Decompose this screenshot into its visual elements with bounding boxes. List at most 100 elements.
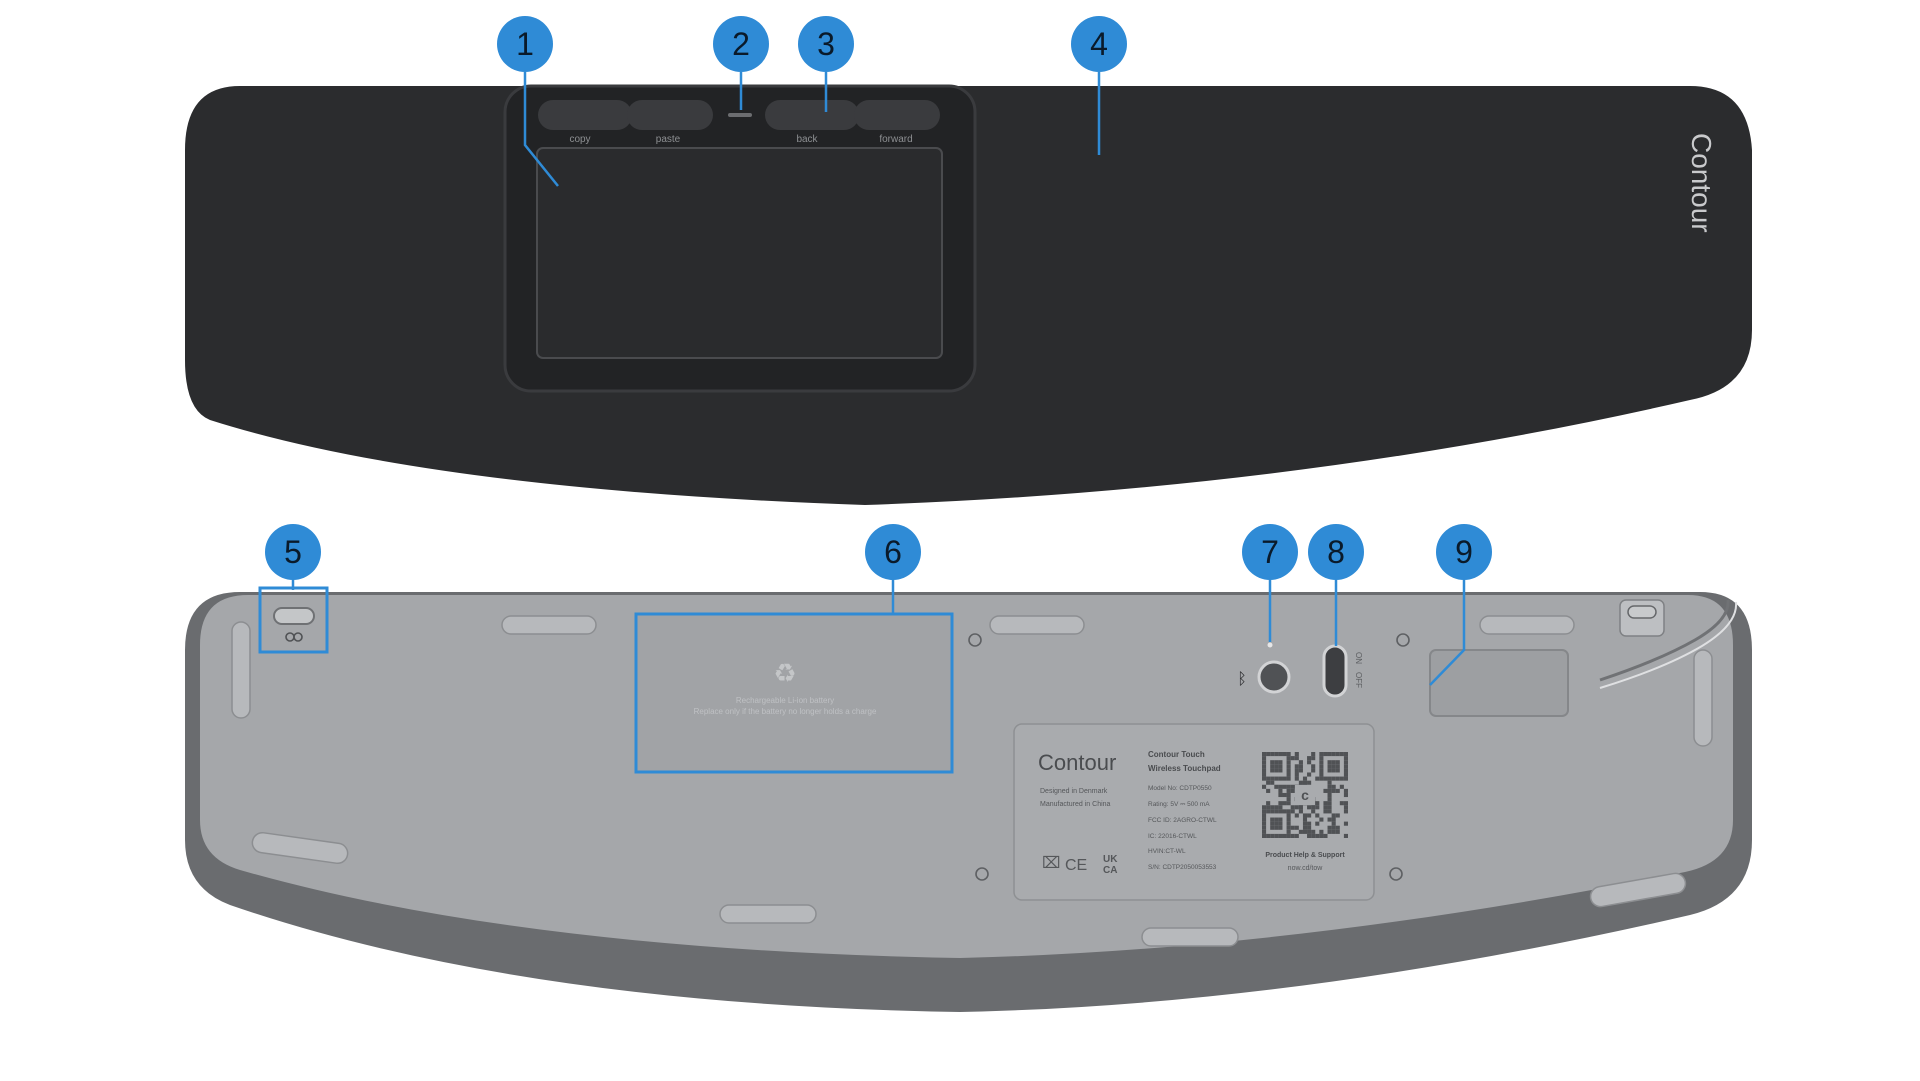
qr-module	[1278, 805, 1283, 810]
svg-text:4: 4	[1090, 26, 1108, 62]
qr-module	[1298, 764, 1303, 769]
cable-clip	[1599, 599, 1738, 689]
qr-module	[1331, 752, 1336, 757]
qr-module	[1327, 788, 1332, 793]
qr-module	[1266, 780, 1271, 785]
qr-module	[1335, 813, 1340, 818]
label-designed: Designed in Denmark	[1040, 788, 1108, 795]
callout-6: 6	[865, 524, 921, 580]
qr-module	[1307, 833, 1312, 838]
qr-module	[1319, 756, 1324, 761]
qr-module	[1290, 825, 1295, 830]
callout-3: 3	[798, 16, 854, 72]
forward-button[interactable]	[854, 100, 940, 130]
qr-code: c	[1262, 752, 1348, 838]
qr-module	[1298, 809, 1303, 814]
qr-module	[1302, 829, 1308, 834]
qr-module	[1311, 829, 1316, 834]
touchpad-surface[interactable]	[536, 147, 943, 359]
qr-module	[1298, 768, 1303, 773]
back-button[interactable]	[765, 100, 859, 130]
qr-module	[1286, 825, 1291, 830]
qr-module	[1274, 784, 1279, 789]
qr-module	[1307, 780, 1312, 785]
qr-module	[1331, 825, 1336, 830]
qr-module	[1298, 805, 1303, 810]
qr-module	[1282, 833, 1287, 838]
qr-module	[1286, 768, 1291, 773]
qr-module	[1290, 809, 1295, 814]
rubber-feet	[231, 615, 1713, 947]
label-brand: Contour	[1038, 750, 1116, 775]
svg-text:6: 6	[884, 534, 902, 570]
qr-module	[1262, 784, 1267, 789]
qr-module	[1262, 817, 1267, 822]
qr-module	[1335, 752, 1340, 757]
qr-module	[1262, 821, 1267, 826]
qr-module	[1286, 776, 1291, 781]
qr-module	[1315, 805, 1320, 810]
qr-module	[1319, 772, 1324, 777]
qr-module	[1315, 833, 1320, 838]
qr-module	[1323, 801, 1328, 806]
qr-module	[1343, 764, 1348, 769]
qr-module	[1270, 833, 1275, 838]
qr-module	[1282, 776, 1287, 781]
qr-module	[1307, 821, 1312, 826]
callout-5: 5	[265, 524, 321, 580]
brand-logo-top: Contour	[1686, 133, 1717, 233]
qr-module	[1270, 805, 1275, 810]
callout-1: 1	[497, 16, 553, 72]
callout-4: 4	[1071, 16, 1127, 72]
qr-module	[1270, 768, 1275, 773]
callout-leaders	[291, 72, 1466, 686]
qr-module	[1278, 788, 1283, 793]
qr-module	[1270, 752, 1275, 757]
qr-module	[1307, 772, 1312, 777]
qr-module	[1274, 752, 1279, 757]
qr-module	[1262, 768, 1267, 773]
label-model: Model No: CDTP0550	[1148, 785, 1212, 792]
svg-text:3: 3	[817, 26, 835, 62]
qr-module	[1286, 792, 1291, 798]
copy-button[interactable]	[538, 100, 632, 130]
qr-module	[1302, 825, 1308, 830]
qr-module	[1262, 805, 1267, 810]
qr-module	[1294, 813, 1299, 818]
bluetooth-icon: ᛒ	[1237, 671, 1247, 688]
qr-module	[1319, 833, 1324, 838]
qr-module	[1290, 805, 1295, 810]
status-led	[728, 113, 752, 117]
battery-compartment: ♻ Rechargeable Li-ion battery Replace on…	[634, 612, 954, 774]
qr-module	[1327, 792, 1332, 798]
qr-module	[1302, 776, 1308, 781]
qr-module	[1319, 764, 1324, 769]
qr-module	[1274, 821, 1279, 826]
qr-module	[1278, 768, 1283, 773]
lock-slot[interactable]	[258, 586, 329, 654]
qr-module	[1270, 764, 1275, 769]
pairing-button[interactable]: ᛒ	[1237, 642, 1291, 694]
qr-module	[1343, 821, 1348, 826]
qr-module	[1339, 776, 1344, 781]
qr-module	[1302, 813, 1308, 818]
qr-module	[1274, 764, 1279, 769]
qr-module	[1270, 821, 1275, 826]
switch-off-label: OFF	[1354, 672, 1363, 688]
qr-module	[1331, 813, 1336, 818]
qr-module	[1286, 752, 1291, 757]
qr-module	[1290, 756, 1295, 761]
qr-module	[1282, 809, 1287, 814]
qr-module	[1311, 756, 1316, 761]
qr-module	[1286, 801, 1291, 806]
qr-module	[1266, 776, 1271, 781]
qr-module	[1331, 829, 1336, 834]
qr-module	[1294, 805, 1299, 810]
qr-module	[1262, 752, 1267, 757]
qr-module	[1335, 764, 1340, 769]
qr-module	[1307, 805, 1312, 810]
qr-module	[1262, 813, 1267, 818]
paste-button[interactable]	[627, 100, 713, 130]
qr-module	[1290, 784, 1295, 789]
qr-module	[1282, 752, 1287, 757]
